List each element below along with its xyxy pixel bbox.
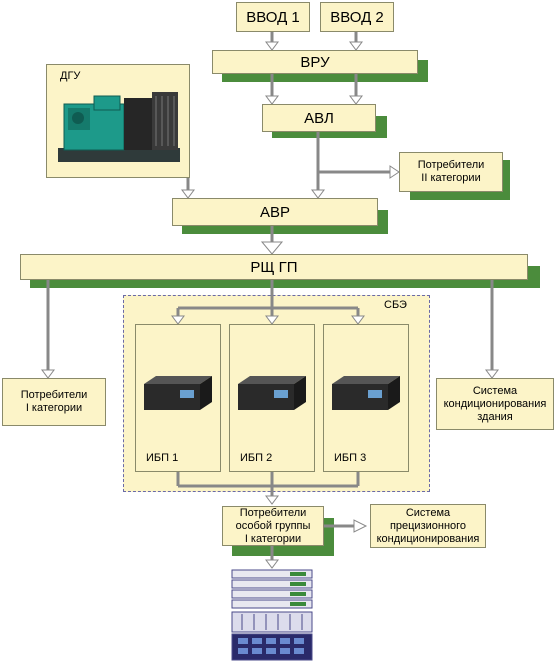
hvac-building-line1: Система [472, 384, 518, 397]
consumers-2-box: Потребители II категории [399, 152, 503, 192]
ups-rack-icon [332, 376, 400, 410]
special-line3: I категории [244, 532, 302, 545]
input-2-box: ВВОД 2 [320, 2, 394, 32]
dgu-label: ДГУ [60, 70, 81, 82]
precision-line3: кондиционирования [376, 532, 480, 545]
special-line2: особой группы [235, 519, 311, 532]
consumers-2-line1: Потребители [417, 159, 485, 171]
ups-1-label: ИБП 1 [146, 452, 179, 464]
hvac-building-line3: здания [477, 410, 513, 423]
sbe-label: СБЭ [384, 299, 407, 311]
precision-hvac-box: Система прецизионного кондиционирования [370, 504, 486, 548]
ups-2-label: ИБП 2 [240, 452, 273, 464]
special-consumers-box: Потребители особой группы I категории [222, 506, 324, 546]
hvac-building-line2: кондиционирования [443, 397, 547, 410]
hvac-building-box: Система кондиционирования здания [436, 378, 554, 430]
rsh-box: РЩ ГП [20, 254, 528, 280]
server-rack-icon [231, 569, 313, 661]
ups-rack-icon [238, 376, 306, 410]
diesel-generator-icon [58, 92, 180, 162]
consumers-1-box: Потребители I категории [2, 378, 106, 426]
precision-line2: прецизионного [389, 519, 467, 532]
special-line1: Потребители [239, 506, 307, 519]
input-1-box: ВВОД 1 [236, 2, 310, 32]
consumers-1-line2: I категории [25, 402, 83, 414]
vru-box: ВРУ [212, 50, 418, 74]
avr-box: АВР [172, 198, 378, 226]
consumers-2-line2: II категории [421, 172, 481, 184]
consumers-1-line1: Потребители [20, 389, 88, 401]
ups-rack-icon [144, 376, 212, 410]
precision-line1: Система [405, 506, 451, 519]
avl-box: АВЛ [262, 104, 376, 132]
ups-3-label: ИБП 3 [334, 452, 367, 464]
